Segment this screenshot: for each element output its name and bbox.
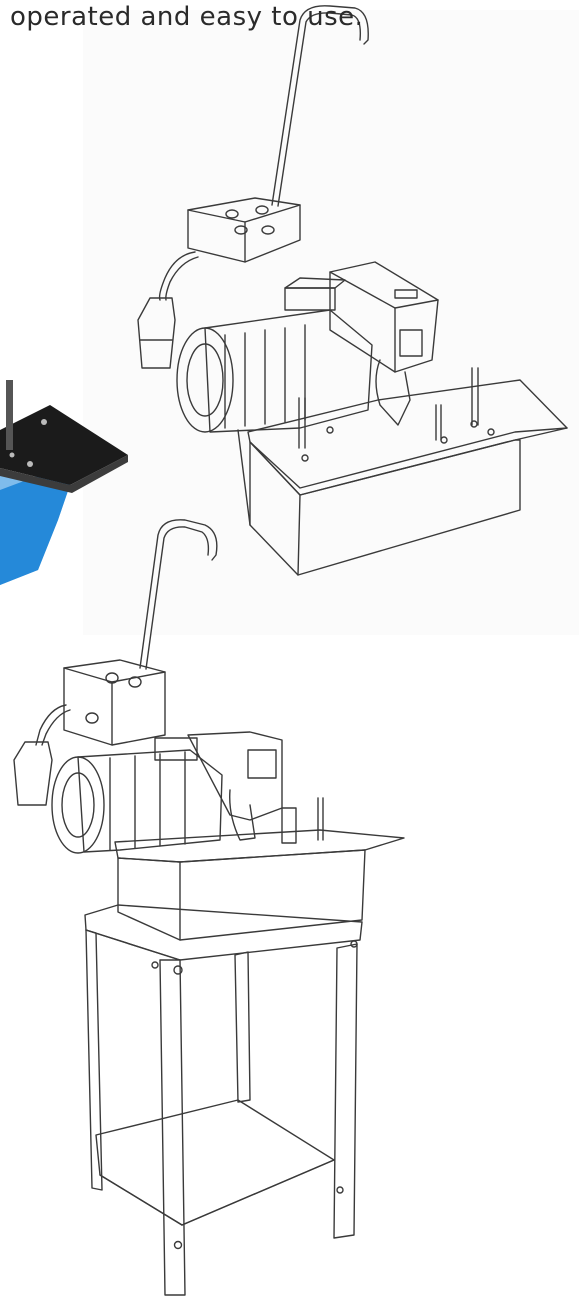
base-box [249, 439, 521, 576]
work-table [247, 379, 568, 496]
table-hole [301, 454, 309, 462]
stand-leg-rear [234, 951, 251, 1103]
motor-housing [204, 309, 373, 433]
stand-shelf-edge [181, 1159, 335, 1226]
base-box-edge [237, 429, 251, 526]
motor-end-cap [51, 756, 105, 854]
cutter-window [399, 329, 423, 357]
power-cable [35, 704, 67, 746]
motor-terminal-box [284, 287, 336, 311]
table-hole [487, 428, 495, 436]
motor-housing [77, 749, 223, 853]
control-knob [85, 712, 99, 724]
plate-post [6, 380, 13, 450]
cutter-blade-guard [375, 359, 411, 426]
stand-bolt [173, 965, 183, 975]
motor-terminal-lid [284, 277, 346, 289]
stand-frame-edge [85, 929, 181, 961]
feed-pipe-inner [145, 526, 210, 670]
motor-fan-cover [186, 343, 224, 417]
plate-hole [41, 419, 47, 425]
control-knob [255, 205, 269, 215]
cutter-head [187, 731, 283, 821]
feed-pipe [139, 519, 218, 669]
stand-leg [85, 929, 103, 1191]
power-cable [165, 256, 199, 301]
cutter-slot [394, 289, 418, 299]
stand-top-frame [84, 904, 363, 961]
control-knob [128, 676, 142, 688]
base-box [117, 849, 366, 941]
caption-text: operated and easy to use. [10, 2, 364, 32]
stand-leg [333, 943, 358, 1239]
table-hole [470, 420, 478, 428]
power-plug [137, 297, 176, 369]
control-knob [105, 672, 119, 684]
stand-bolt [151, 961, 159, 969]
table-hole [326, 426, 334, 434]
feed-pipe [271, 5, 369, 206]
black-plate-edge [0, 455, 128, 493]
control-knob [234, 225, 248, 235]
control-box-edge [63, 667, 166, 683]
power-plug [13, 741, 53, 806]
power-cable [41, 709, 71, 746]
cutter-head [329, 261, 439, 373]
stand-shelf-edge [99, 1174, 183, 1226]
cutter-window [247, 749, 277, 779]
blue-base-photo-fragment [0, 380, 128, 585]
sketch-panel-background [83, 10, 579, 635]
stand-bolt [173, 1240, 183, 1250]
control-box [63, 659, 166, 746]
motor-fan-cover [61, 772, 95, 838]
stand-lower-shelf [95, 1099, 335, 1226]
machine-on-stand-sketch [13, 519, 405, 1296]
stand-leg [159, 959, 186, 1296]
cutter-blade-guard [229, 789, 256, 841]
control-box [187, 197, 301, 263]
power-cable [158, 251, 196, 301]
feed-pipe-inner [277, 12, 362, 207]
stand-bolt [336, 1186, 344, 1194]
base-box-edge [297, 494, 301, 576]
blue-base-highlight [0, 470, 70, 585]
control-knob [261, 225, 275, 235]
control-knob [225, 209, 239, 219]
plate-hole [9, 452, 15, 458]
work-table-edge [249, 427, 568, 489]
benchtop-machine-sketch [137, 5, 568, 576]
table-hole [440, 436, 448, 444]
motor-terminal-box [154, 737, 198, 761]
table-fixture [281, 807, 297, 844]
plate-hole [27, 461, 33, 467]
